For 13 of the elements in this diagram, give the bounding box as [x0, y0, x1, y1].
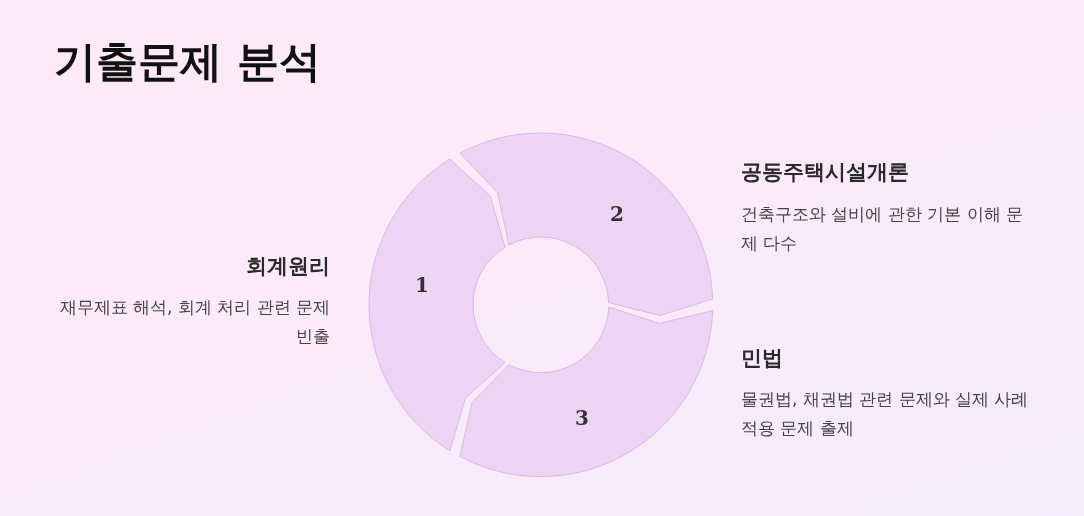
- description: 재무제표 해석, 회계 처리 관련 문제 빈출: [58, 296, 330, 348]
- heading: 회계원리: [246, 253, 330, 280]
- description: 건축구조와 설비에 관한 기본 이해 문제 다수: [741, 203, 1025, 255]
- title: 기출문제 분석: [54, 36, 321, 88]
- segment-number: 2: [610, 204, 624, 224]
- heading: 민법: [741, 345, 783, 372]
- ring-segment: [460, 307, 713, 477]
- heading: 공동주택시설개론: [741, 159, 909, 186]
- segment-number: 3: [575, 408, 589, 428]
- ring-segment: [369, 159, 505, 451]
- segment-number: 1: [415, 275, 429, 295]
- ring-segment: [460, 133, 713, 316]
- description: 물권법, 채권법 관련 문제와 실제 사례 적용 문제 출제: [741, 388, 1030, 440]
